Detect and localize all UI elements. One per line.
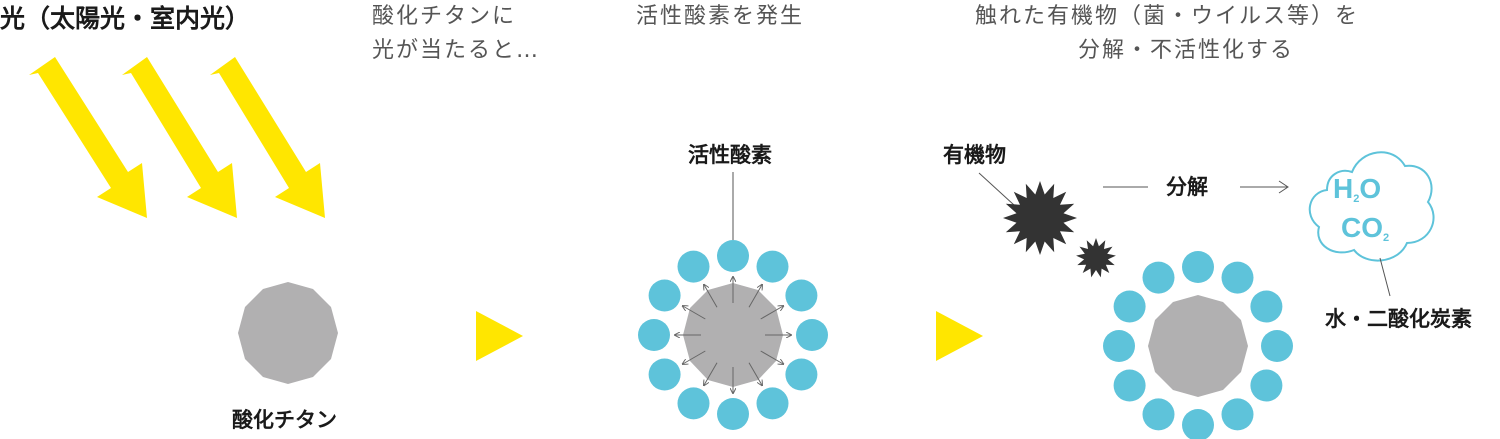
titanium-oxide-particle-step3 [1148, 295, 1248, 397]
light-ray-arrow-2 [122, 57, 237, 218]
oxygen-dot-11 [1113, 290, 1146, 323]
water-formula: H2O [1333, 173, 1381, 205]
active-oxygen-dot-3 [785, 279, 818, 312]
titanium-oxide-particle [238, 282, 338, 384]
emission-arrow-8 [704, 362, 718, 386]
light-source-title: 光（太陽光・室内光） [0, 4, 251, 33]
organic-matter-label: 有機物 [943, 143, 1006, 167]
active-oxygen-dot-5 [785, 358, 818, 391]
organic-germ-large-icon [1003, 181, 1077, 255]
oxygen-dot-7 [1182, 409, 1214, 439]
active-oxygen-dot-4 [796, 319, 828, 351]
oxygen-dot-5 [1250, 369, 1283, 402]
products-pointer-line [1379, 257, 1391, 297]
products-label: 水・二酸化炭素 [1325, 307, 1472, 331]
step1-caption-line1: 酸化チタンに [372, 4, 517, 29]
active-oxygen-dot-10 [638, 319, 670, 351]
oxygen-ring-step3 [1103, 251, 1293, 439]
step-arrow-2 [936, 311, 983, 361]
co2-formula: CO2 [1341, 212, 1389, 244]
emission-arrow-2 [748, 285, 762, 308]
decompose-arrow [1240, 180, 1289, 194]
active-oxygen-group [638, 172, 828, 430]
active-oxygen-dot-2 [756, 250, 789, 283]
step2-caption-line1: 活性酸素を発生 [636, 4, 805, 29]
emission-arrow-9 [683, 350, 706, 364]
oxygen-dot-8 [1142, 398, 1175, 431]
emission-arrow-5 [760, 350, 784, 364]
products-cloud-icon [1308, 151, 1435, 262]
oxygen-dot-10 [1103, 330, 1135, 362]
oxygen-dot-1 [1182, 251, 1214, 283]
emission-arrows [675, 277, 791, 393]
organic-pointer-line [978, 172, 1015, 206]
active-oxygen-dot-12 [677, 250, 710, 283]
decompose-label: 分解 [1166, 175, 1208, 199]
active-oxygen-dot-6 [756, 387, 789, 420]
emission-arrow-11 [683, 306, 706, 320]
active-oxygen-dot-9 [648, 358, 681, 391]
light-ray-arrow-1 [29, 57, 147, 218]
step3-caption-line2: 分解・不活性化する [1078, 38, 1295, 63]
emission-arrow-12 [704, 285, 718, 308]
emission-arrow-3 [760, 306, 784, 320]
step1-caption-line2: 光が当たると… [372, 38, 541, 63]
active-oxygen-dot-8 [677, 387, 710, 420]
oxygen-dot-2 [1221, 261, 1254, 294]
oxygen-dot-12 [1142, 261, 1175, 294]
oxygen-dot-9 [1113, 369, 1146, 402]
titanium-oxide-particle-active [683, 283, 783, 387]
oxygen-dot-3 [1250, 290, 1283, 323]
active-oxygen-label: 活性酸素 [688, 143, 772, 167]
active-oxygen-dot-1 [717, 240, 749, 272]
oxygen-ring-step2 [638, 240, 828, 430]
titanium-oxide-label: 酸化チタン [232, 408, 337, 432]
active-oxygen-dot-7 [717, 398, 749, 430]
light-ray-arrow-3 [210, 57, 325, 218]
emission-arrow-6 [748, 362, 762, 386]
decomposition-group: H2O CO2 [978, 151, 1435, 439]
oxygen-dot-4 [1261, 330, 1293, 362]
oxygen-dot-6 [1221, 398, 1254, 431]
light-rays [29, 57, 325, 218]
active-oxygen-dot-11 [648, 279, 681, 312]
step3-caption-line1: 触れた有機物（菌・ウイルス等）を [975, 4, 1360, 29]
step-arrow-1 [476, 311, 523, 361]
organic-germ-small-icon [1076, 238, 1116, 278]
